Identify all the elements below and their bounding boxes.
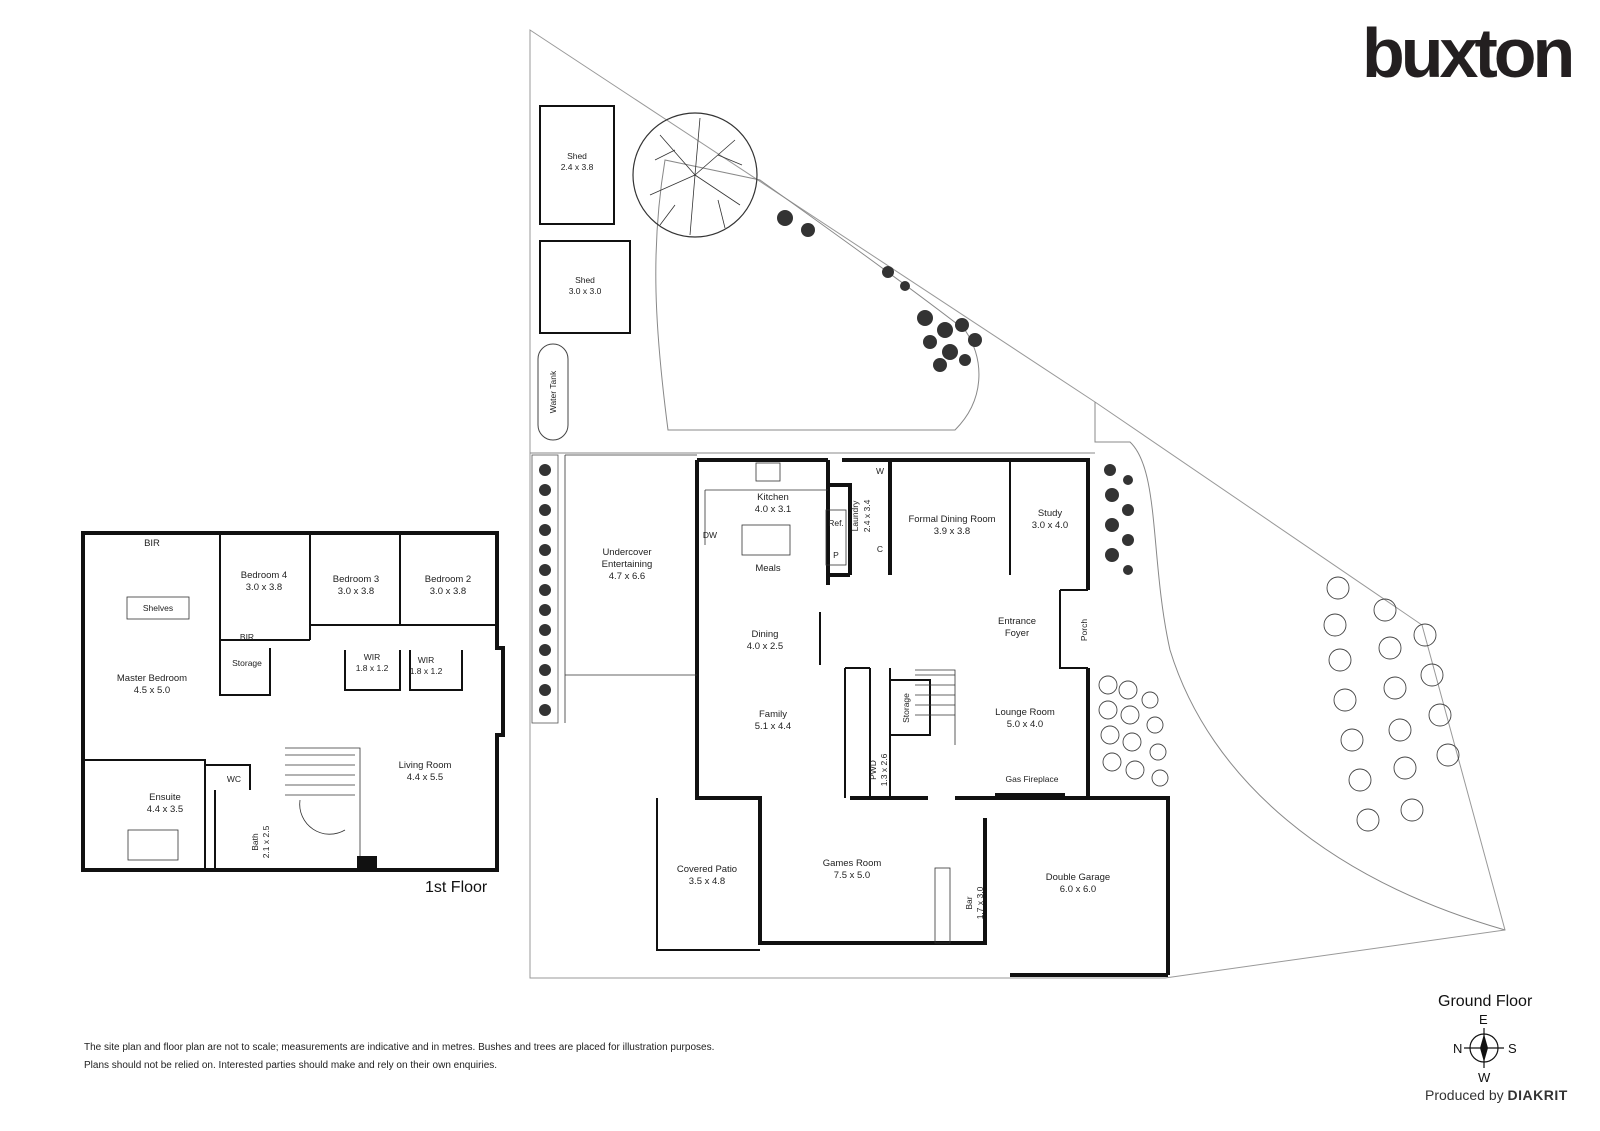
svg-text:Shelves: Shelves [143,603,173,613]
svg-text:C: C [877,544,883,554]
svg-text:4.4 x 5.5: 4.4 x 5.5 [407,772,443,783]
compass-east-label: E [1479,1012,1488,1027]
svg-text:P: P [833,550,839,560]
svg-text:1.8 x 1.2: 1.8 x 1.2 [356,663,389,673]
svg-text:Entertaining: Entertaining [602,559,653,570]
svg-text:1.3 x 2.6: 1.3 x 2.6 [879,753,889,786]
svg-text:Shed: Shed [567,151,587,161]
svg-text:BIR: BIR [144,538,160,549]
svg-text:WC: WC [227,774,241,784]
svg-text:Porch: Porch [1079,619,1089,641]
compass-icon [1464,1028,1504,1068]
svg-text:3.0 x 3.0: 3.0 x 3.0 [569,286,602,296]
site-boundary [529,29,1506,979]
svg-text:3.0 x 3.8: 3.0 x 3.8 [430,586,466,597]
svg-text:Bath: Bath [250,833,260,851]
compass-south-label: S [1508,1041,1517,1056]
svg-text:WIR: WIR [418,655,435,665]
svg-text:WIR: WIR [364,652,381,662]
svg-text:Master Bedroom: Master Bedroom [117,673,187,684]
svg-text:3.5 x 4.8: 3.5 x 4.8 [689,876,725,887]
first-floor-labels: BIR Shelves Master Bedroom 4.5 x 5.0 Bed… [117,538,471,858]
svg-text:Bedroom 3: Bedroom 3 [333,574,379,585]
svg-text:Meals: Meals [755,563,781,574]
shed-2: Shed 3.0 x 3.0 [539,240,631,334]
svg-text:Storage: Storage [232,658,262,668]
svg-text:3.0 x 4.0: 3.0 x 4.0 [1032,520,1068,531]
svg-text:Family: Family [759,709,787,720]
svg-text:4.7 x 6.6: 4.7 x 6.6 [609,571,645,582]
svg-text:Study: Study [1038,508,1063,519]
svg-text:W: W [876,466,884,476]
ground-floor [564,454,1170,977]
svg-text:4.0 x 3.1: 4.0 x 3.1 [755,504,791,515]
svg-text:Undercover: Undercover [602,547,651,558]
svg-text:Bedroom 4: Bedroom 4 [241,570,287,581]
svg-text:4.4 x 3.5: 4.4 x 3.5 [147,804,183,815]
first-floor [81,531,505,872]
hedge-icon [531,454,559,724]
svg-text:5.0 x 4.0: 5.0 x 4.0 [1007,719,1043,730]
svg-text:3.0 x 3.8: 3.0 x 3.8 [338,586,374,597]
svg-text:Water Tank: Water Tank [548,370,558,413]
svg-text:2.4 x 3.4: 2.4 x 3.4 [862,499,872,532]
svg-text:Dining: Dining [752,629,779,640]
svg-text:DW: DW [703,530,717,540]
svg-text:4.5 x 5.0: 4.5 x 5.0 [134,685,170,696]
svg-text:Covered Patio: Covered Patio [677,864,737,875]
svg-text:4.0 x 2.5: 4.0 x 2.5 [747,641,783,652]
svg-text:Laundry: Laundry [850,500,860,531]
svg-text:3.0 x 3.8: 3.0 x 3.8 [246,582,282,593]
svg-text:Lounge Room: Lounge Room [995,707,1055,718]
svg-text:3.9 x 3.8: 3.9 x 3.8 [934,526,970,537]
svg-text:Formal Dining Room: Formal Dining Room [908,514,995,525]
produced-prefix: Produced by [1425,1087,1504,1103]
ground-floor-title: Ground Floor [1438,993,1533,1010]
svg-text:Ref.: Ref. [828,518,844,528]
shed-1: Shed 2.4 x 3.8 [539,105,615,225]
svg-text:Entrance: Entrance [998,616,1036,627]
svg-text:Gas Fireplace: Gas Fireplace [1006,774,1059,784]
bush-icons [777,210,1134,575]
brand-logo: buxton [1362,14,1575,92]
disclaimer-line-1: The site plan and floor plan are not to … [84,1042,715,1053]
svg-text:PWD: PWD [868,760,878,780]
svg-text:2.4 x 3.8: 2.4 x 3.8 [561,162,594,172]
svg-text:Double Garage: Double Garage [1046,872,1110,883]
svg-text:2.1 x 2.5: 2.1 x 2.5 [261,825,271,858]
svg-text:Bedroom 2: Bedroom 2 [425,574,471,585]
svg-text:Storage: Storage [901,693,911,723]
disclaimer-line-2: Plans should not be relied on. Intereste… [84,1060,498,1071]
svg-text:Kitchen: Kitchen [757,492,789,503]
svg-text:BIR: BIR [240,632,254,642]
produced-by: Produced by DIAKRIT [1425,1087,1568,1103]
producer-name: DIAKRIT [1507,1087,1568,1103]
svg-text:Ensuite: Ensuite [149,792,181,803]
svg-text:1.8 x 1.2: 1.8 x 1.2 [410,666,443,676]
svg-text:1.7 x 3.0: 1.7 x 3.0 [975,886,985,919]
svg-text:Foyer: Foyer [1005,628,1029,639]
svg-text:Bar: Bar [964,896,974,909]
compass-west-label: W [1478,1070,1491,1085]
svg-text:7.5 x 5.0: 7.5 x 5.0 [834,870,870,881]
shrub-group-icon [1098,576,1460,832]
svg-text:Living Room: Living Room [399,760,452,771]
first-floor-title: 1st Floor [425,879,488,896]
ground-floor-labels: Undercover Entertaining 4.7 x 6.6 Kitche… [602,466,1111,919]
svg-text:5.1 x 4.4: 5.1 x 4.4 [755,721,791,732]
tree-icon [632,112,758,238]
svg-text:6.0 x 6.0: 6.0 x 6.0 [1060,884,1096,895]
svg-text:Shed: Shed [575,275,595,285]
compass-north-label: N [1453,1041,1463,1056]
svg-text:Games Room: Games Room [823,858,882,869]
water-tank: Water Tank [537,343,569,441]
